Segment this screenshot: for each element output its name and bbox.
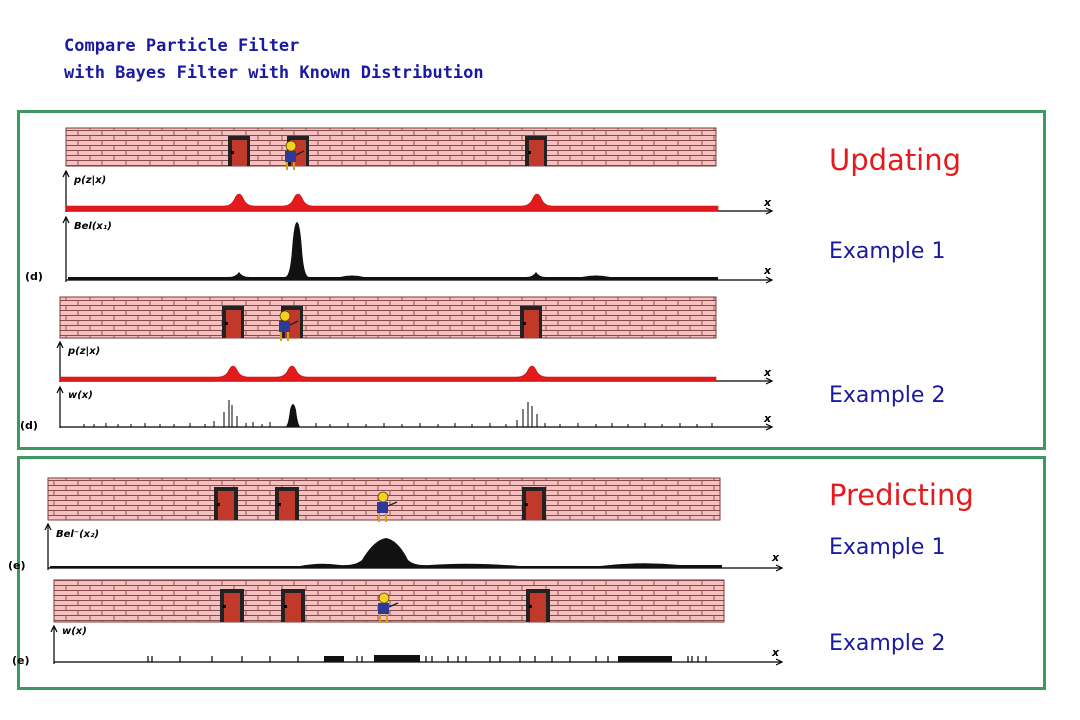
panel-tag: (e) [8,559,26,572]
updating-panel [17,110,1046,450]
door-icon [281,589,305,622]
panel-tag: (d) [25,270,43,283]
x-axis-label: x [763,412,772,425]
predicting-example-2-label: Example 2 [829,631,946,656]
predicting-example-1-label: Example 1 [829,535,946,560]
likelihood-axis-label: p(z|x) [67,346,100,357]
panel-tag: (d) [20,419,38,432]
x-axis-label: x [763,264,772,277]
door-icon [275,487,299,520]
robot-icon [377,491,398,522]
door-icon [228,136,250,166]
predicting-heading: Predicting [829,478,974,512]
belief-axis-label: Bel(x₁) [74,221,112,232]
door-icon [522,487,546,520]
likelihood-axis-label: p(z|x) [73,175,106,186]
corridor-wall-updating-1 [65,127,717,167]
weights-axis-label: w(x) [62,626,87,637]
x-axis-label: x [763,366,772,379]
weights-plot-updating: w(x) x (d) [20,385,774,432]
panel-tag: (e) [12,654,30,667]
robot-icon [378,592,399,623]
likelihood-plot-updating-2: p(z|x) x [56,340,774,385]
slide-title-line-2: with Bayes Filter with Known Distributio… [64,63,484,83]
door-icon [214,487,238,520]
updating-heading: Updating [829,143,962,177]
likelihood-plot-updating-1: p(z|x) x [62,169,774,215]
belief-plot-updating: Bel(x₁) x (d) [25,215,774,284]
belief-curve [68,222,718,280]
door-icon [525,136,547,166]
x-axis-label: x [771,646,780,659]
belief-plot-predicting: Bel⁻(x₂) x (e) [8,522,784,572]
belief-axis-label: Bel⁻(x₂) [56,529,99,540]
predicting-panel [17,456,1046,690]
likelihood-curve [59,365,717,382]
corridor-wall-predicting-2 [53,579,725,623]
door-icon [222,306,244,338]
corridor-wall-updating-2 [59,296,717,339]
belief-curve [50,538,722,568]
x-axis-label: x [763,196,772,209]
weight-peak [285,404,301,427]
robot-icon [285,140,305,170]
door-icon [520,306,542,338]
door-icon [526,589,550,622]
slide-title-line-1: Compare Particle Filter [64,36,300,56]
robot-icon [279,310,299,341]
likelihood-curve [65,193,719,212]
weights-plot-predicting: w(x) x (e) [12,624,784,667]
updating-example-2-label: Example 2 [829,383,946,408]
weights-axis-label: w(x) [68,390,93,401]
updating-example-1-label: Example 1 [829,239,946,264]
door-icon [220,589,244,622]
x-axis-label: x [771,551,780,564]
